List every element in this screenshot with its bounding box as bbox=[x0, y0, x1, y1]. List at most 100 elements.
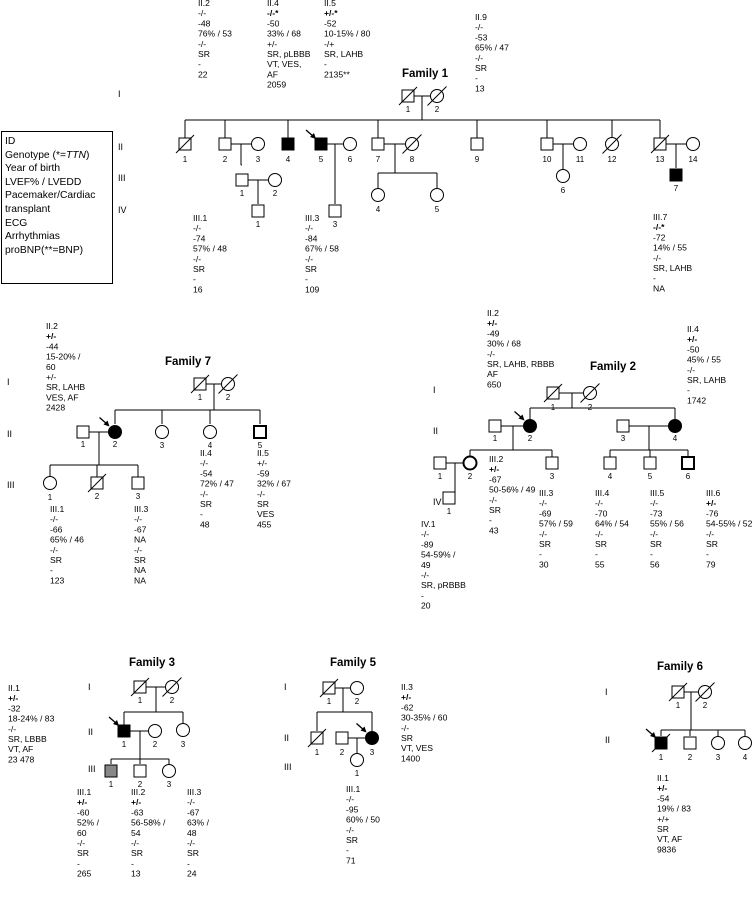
annotation-line: -50 bbox=[687, 344, 700, 354]
family-title: Family 6 bbox=[657, 661, 703, 673]
female-symbol bbox=[343, 137, 357, 151]
female-symbol bbox=[573, 137, 587, 151]
individual-number: 4 bbox=[608, 472, 613, 481]
individual-number: 7 bbox=[376, 155, 381, 164]
family-title: Family 7 bbox=[165, 356, 211, 368]
annotation-line: 63% / bbox=[187, 818, 210, 828]
annotation-line: +/- bbox=[706, 498, 716, 508]
annotation-line: - bbox=[50, 565, 53, 575]
annotation-line: 67% / 58 bbox=[305, 244, 339, 254]
individual-number: 1 bbox=[676, 701, 681, 710]
annotation-line: VES bbox=[257, 509, 274, 519]
annotation-line: SR bbox=[198, 49, 210, 59]
deceased-slash bbox=[668, 682, 688, 702]
annotation-line: SR bbox=[77, 848, 89, 858]
annotation-line: 13 bbox=[131, 869, 141, 879]
annotation-line: 18-24% / 83 bbox=[8, 714, 55, 724]
individual-number: 6 bbox=[686, 472, 691, 481]
annotation-line: III.2 bbox=[489, 454, 504, 464]
annotation-line: -/- bbox=[346, 825, 354, 835]
annotation-line: 123 bbox=[50, 575, 65, 585]
annotation-line: -/- bbox=[489, 495, 497, 505]
annotation-line: 60 bbox=[46, 362, 56, 372]
annotation-line: 23 478 bbox=[8, 754, 35, 764]
annotation-line: 50-56% / 49 bbox=[489, 485, 536, 495]
annotation-line: +/- bbox=[77, 797, 87, 807]
male-symbol bbox=[76, 425, 90, 439]
male-symbol bbox=[603, 456, 617, 470]
individual-number: 4 bbox=[376, 205, 381, 214]
annotation-line: SR, LAHB bbox=[653, 263, 692, 273]
annotation-line: 22 bbox=[198, 69, 208, 79]
annotation-line: -/- bbox=[650, 498, 658, 508]
individual-number: 5 bbox=[648, 472, 653, 481]
deceased-slash bbox=[543, 383, 563, 403]
generation-label: II bbox=[88, 727, 93, 737]
deceased-slash bbox=[87, 473, 107, 493]
annotation-line: 650 bbox=[487, 379, 502, 389]
individual-number: 2 bbox=[528, 434, 533, 443]
annotation-line: SR, pRBBB bbox=[421, 580, 466, 590]
individual-number: 2 bbox=[113, 440, 118, 449]
annotation-line: 14% / 55 bbox=[653, 243, 687, 253]
female-symbol bbox=[203, 425, 217, 439]
annotation-line: -/- bbox=[346, 794, 354, 804]
legend-line: transplant bbox=[5, 203, 51, 215]
annotation-line: SR, LAHB bbox=[46, 382, 85, 392]
individual-number: 3 bbox=[136, 492, 141, 501]
annotation-line: VT, AF bbox=[8, 744, 33, 754]
annotation-line: 65% / 46 bbox=[50, 535, 84, 545]
affected-female-symbol bbox=[108, 425, 122, 439]
deceased-slash bbox=[190, 374, 210, 394]
legend-line: Arrhythmias bbox=[5, 231, 60, 243]
individual-number: 3 bbox=[181, 740, 186, 749]
annotation-line: II.4 bbox=[687, 324, 699, 334]
annotation-line: -/- bbox=[421, 529, 429, 539]
individual-number: 2 bbox=[138, 780, 143, 789]
annotation-line: +/+ bbox=[657, 814, 669, 824]
annotation-line: -/-* bbox=[267, 8, 279, 18]
annotation-line: 2135** bbox=[324, 69, 350, 79]
annotation-line: -52 bbox=[324, 18, 337, 28]
generation-label: I bbox=[118, 89, 121, 99]
family-title: Family 3 bbox=[129, 657, 175, 669]
annotation-line: SR bbox=[595, 539, 607, 549]
proband-arrowhead bbox=[113, 720, 119, 726]
individual-number: 14 bbox=[689, 155, 698, 164]
annotation-line: II.4 bbox=[267, 0, 279, 8]
male-symbol bbox=[133, 764, 147, 778]
individual-number: 2 bbox=[226, 393, 231, 402]
generation-label: I bbox=[605, 687, 608, 697]
annotation-line: 15-20% / bbox=[46, 352, 81, 362]
proband-arrowhead bbox=[518, 414, 525, 421]
annotation-line: 72% / 47 bbox=[200, 479, 234, 489]
individual-number: 3 bbox=[256, 155, 261, 164]
female-symbol bbox=[155, 425, 169, 439]
annotation-line: SR bbox=[187, 848, 199, 858]
deceased-slash bbox=[162, 677, 182, 697]
annotation-line: SR bbox=[657, 824, 669, 834]
annotation-line: -/- bbox=[198, 39, 206, 49]
male-symbol bbox=[371, 137, 385, 151]
annotation-line: 30 bbox=[539, 559, 549, 569]
affected-male-symbol bbox=[281, 137, 295, 151]
annotation-line: -63 bbox=[131, 807, 144, 817]
generation-label: I bbox=[433, 385, 436, 395]
annotation-line: VES, AF bbox=[46, 392, 78, 402]
generation-label: II bbox=[605, 735, 610, 745]
annotation-line: 1400 bbox=[401, 753, 420, 763]
annotation-line: - bbox=[346, 845, 349, 855]
individual-number: 5 bbox=[258, 441, 263, 450]
annotation-line: -/-* bbox=[653, 222, 665, 232]
deceased-slash bbox=[580, 383, 600, 403]
annotation-line: -/- bbox=[50, 514, 58, 524]
individual-number: 3 bbox=[160, 441, 165, 450]
annotation-line: 76% / 53 bbox=[198, 29, 232, 39]
male-symbol bbox=[131, 476, 145, 490]
proband-arrowhead bbox=[650, 732, 656, 738]
annotation-line: III.6 bbox=[706, 488, 721, 498]
annotation-line: -/- bbox=[595, 498, 603, 508]
male-symbol bbox=[681, 456, 695, 470]
individual-number: 2 bbox=[273, 189, 278, 198]
